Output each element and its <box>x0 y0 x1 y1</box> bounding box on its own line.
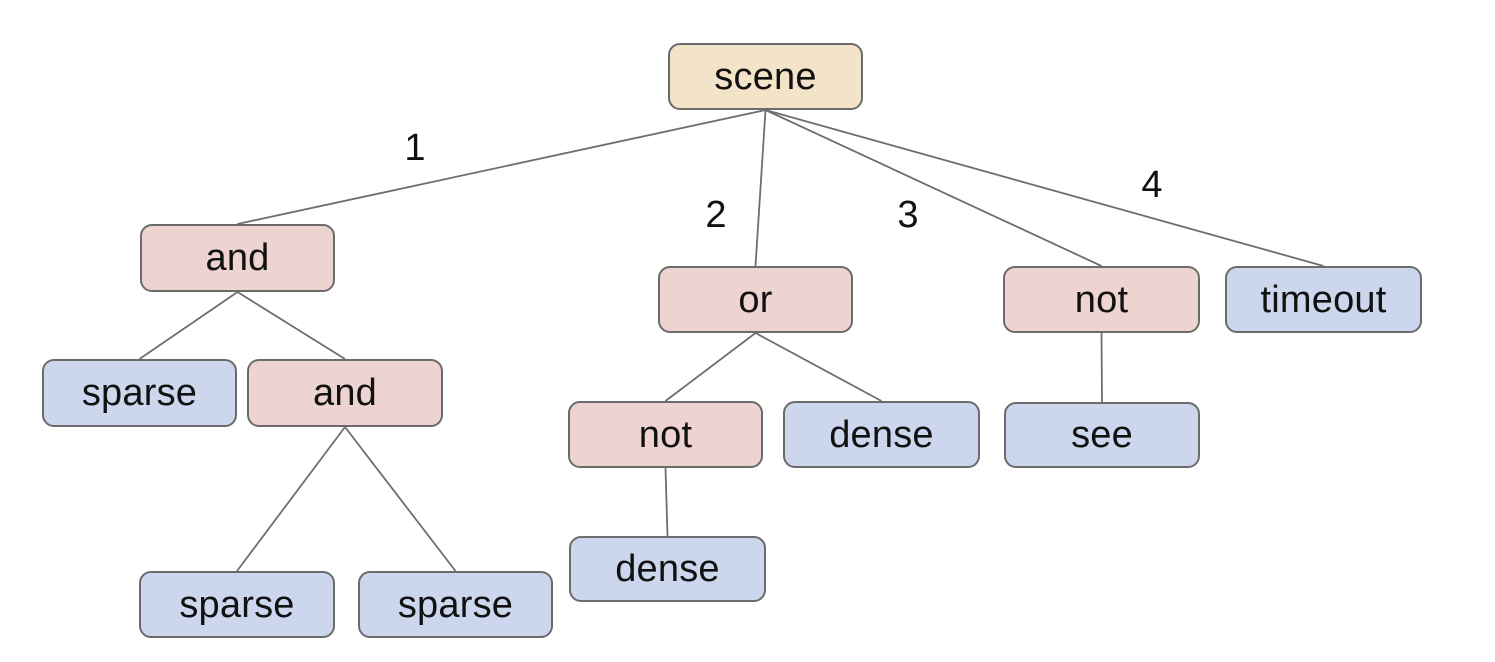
node-label: dense <box>829 413 934 456</box>
edge-and1-sparse1 <box>138 291 239 360</box>
tree-node-not1: not <box>1003 266 1200 333</box>
node-label: dense <box>615 548 720 590</box>
edge-label-2: 2 <box>705 194 727 236</box>
tree-node-timeout1: timeout <box>1225 266 1422 333</box>
node-label: and <box>312 372 377 414</box>
edge-scene-timeout1 <box>765 109 1324 267</box>
edge-or1-not2 <box>664 332 757 402</box>
node-label: sparse <box>81 372 198 414</box>
node-label: scene <box>714 55 817 98</box>
edge-label-4: 4 <box>1141 164 1163 206</box>
node-label: sparse <box>179 583 295 626</box>
tree-node-or1: or <box>658 266 853 333</box>
tree-node-and2: and <box>247 359 443 427</box>
edge-and2-sparse3 <box>344 426 457 572</box>
edge-not2-dense2 <box>664 467 669 537</box>
edge-and1-and2 <box>237 291 346 360</box>
tree-node-sparse3: sparse <box>358 571 553 638</box>
tree-node-dense2: dense <box>569 536 766 602</box>
edge-scene-not1 <box>765 109 1102 267</box>
edge-scene-and1 <box>237 109 766 225</box>
edge-and2-sparse2 <box>236 426 346 572</box>
node-label: see <box>1071 414 1133 456</box>
edge-not1-see1 <box>1100 332 1103 403</box>
node-label: not <box>1074 278 1129 321</box>
edge-label-1: 1 <box>404 127 426 169</box>
tree-node-sparse1: sparse <box>42 359 237 427</box>
node-label: and <box>205 237 270 279</box>
node-label: or <box>738 278 773 321</box>
tree-node-not2: not <box>568 401 763 468</box>
tree-node-see1: see <box>1004 402 1200 468</box>
tree-node-dense1: dense <box>783 401 980 468</box>
node-label: sparse <box>397 583 514 626</box>
tree-node-scene: scene <box>668 43 863 110</box>
edge-scene-or1 <box>754 109 767 267</box>
edge-or1-dense1 <box>755 332 882 402</box>
edge-label-3: 3 <box>897 194 919 236</box>
node-label: not <box>638 413 693 456</box>
node-label: timeout <box>1260 278 1387 321</box>
tree-node-and1: and <box>140 224 335 292</box>
tree-node-sparse2: sparse <box>139 571 335 638</box>
